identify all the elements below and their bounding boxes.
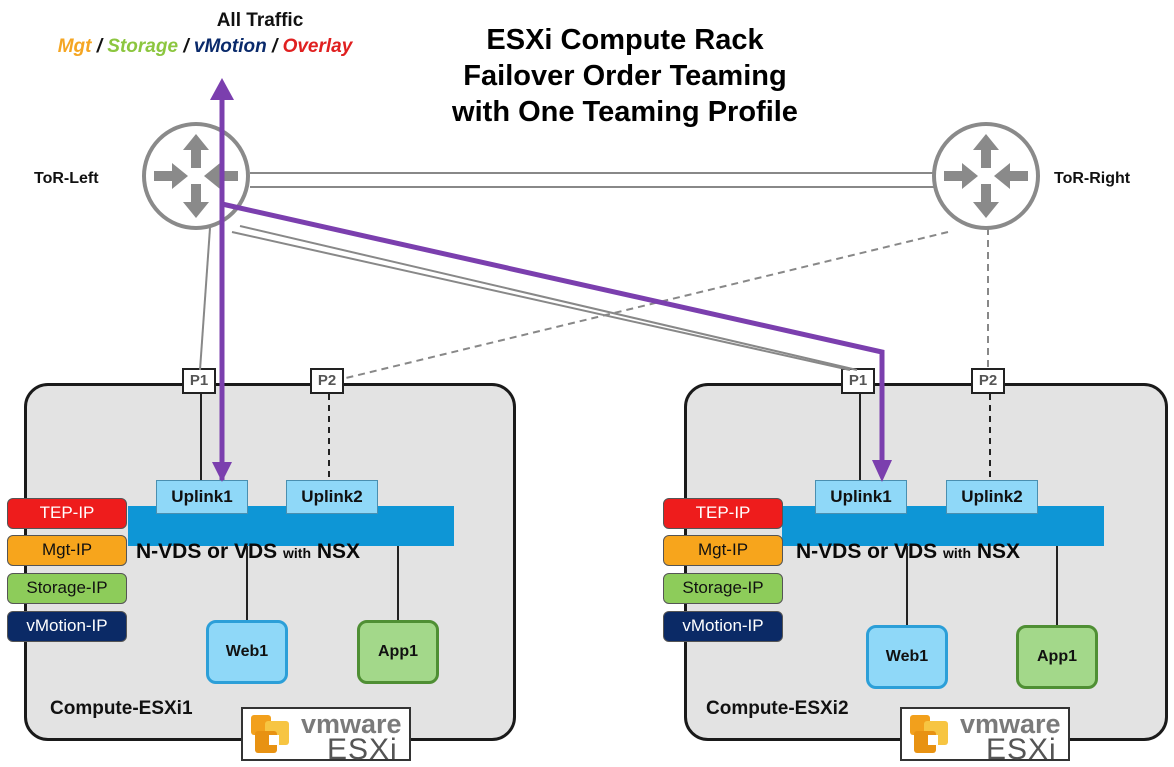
traffic-type-mgt: Mgt <box>57 36 92 57</box>
title-line-1: ESXi Compute Rack <box>486 24 764 56</box>
host-label-esxi2: Compute-ESXi2 <box>706 698 849 719</box>
link-torleft-esxi2-p1-a <box>239 225 858 371</box>
traffic-heading: All Traffic <box>216 10 304 31</box>
tor-left-router-icon <box>142 122 250 230</box>
uplink2-esxi2: Uplink2 <box>946 480 1038 514</box>
title-line-3: with One Teaming Profile <box>452 96 798 128</box>
traffic-arrow-up <box>210 78 234 100</box>
vm-web1-esxi1[interactable]: Web1 <box>206 620 288 684</box>
vm-app1-esxi1[interactable]: App1 <box>357 620 439 684</box>
title-line-2: Failover Order Teaming <box>463 60 787 92</box>
switch-label-esxi1: N-VDS or VDS with NSX <box>136 540 360 564</box>
traffic-separator: / <box>178 36 194 57</box>
vmware-esxi-logo: vmware ESXi <box>241 707 411 766</box>
port-p2-esxi2: P2 <box>971 368 1005 394</box>
switch-label-esxi2: N-VDS or VDS with NSX <box>796 540 1020 564</box>
logo-brand: vmware <box>960 709 1061 739</box>
uplink2-esxi1: Uplink2 <box>286 480 378 514</box>
port-p2-esxi1: P2 <box>310 368 344 394</box>
vm-web1-esxi2[interactable]: Web1 <box>866 625 948 689</box>
traffic-arrow-down-esxi2 <box>872 460 892 482</box>
port-p1-esxi1: P1 <box>182 368 216 394</box>
switch-name: N-VDS or VDS <box>136 540 284 563</box>
traffic-type-storage: Storage <box>107 36 179 57</box>
link-torright-esxi1-p2 <box>345 231 949 379</box>
mgt-ip-esxi1: Mgt-IP <box>7 535 127 566</box>
vmotion-ip-esxi2: vMotion-IP <box>663 611 783 642</box>
vmware-logo-icon <box>910 715 948 753</box>
tor-right-label: ToR-Right <box>1054 170 1131 187</box>
logo-brand: vmware <box>301 709 402 739</box>
vmotion-ip-esxi1: vMotion-IP <box>7 611 127 642</box>
traffic-arrow-down-esxi1 <box>212 462 232 482</box>
tor-left-label: ToR-Left <box>34 170 99 187</box>
vm-app1-esxi2[interactable]: App1 <box>1016 625 1098 689</box>
switch-nsx: NSX <box>971 540 1021 563</box>
mgt-ip-esxi2: Mgt-IP <box>663 535 783 566</box>
traffic-type-overlay: Overlay <box>282 36 353 57</box>
uplink1-esxi1: Uplink1 <box>156 480 248 514</box>
switch-with: with <box>943 545 972 561</box>
vmware-logo-icon <box>251 715 289 753</box>
traffic-path-esxi2 <box>221 201 885 468</box>
storage-ip-esxi1: Storage-IP <box>7 573 127 604</box>
vmware-esxi-logo: vmware ESXi <box>900 707 1070 766</box>
storage-ip-esxi2: Storage-IP <box>663 573 783 604</box>
traffic-types: Mgt / Storage / vMotion / Overlay <box>0 36 410 58</box>
switch-nsx: NSX <box>311 540 361 563</box>
switch-name: N-VDS or VDS <box>796 540 944 563</box>
link-torleft-esxi2-p1-b <box>231 231 851 371</box>
host-label-esxi1: Compute-ESXi1 <box>50 698 193 719</box>
link-torleft-esxi1-p1 <box>199 227 211 371</box>
switch-with: with <box>283 545 312 561</box>
traffic-separator: / <box>91 36 108 57</box>
tep-ip-esxi1: TEP-IP <box>7 498 127 529</box>
port-p1-esxi2: P1 <box>841 368 875 394</box>
tor-right-router-icon <box>932 122 1040 230</box>
traffic-type-vmotion: vMotion <box>193 36 267 57</box>
uplink1-esxi2: Uplink1 <box>815 480 907 514</box>
diagram-title: ESXi Compute Rack Failover Order Teaming… <box>380 22 870 130</box>
tep-ip-esxi2: TEP-IP <box>663 498 783 529</box>
traffic-separator: / <box>266 36 283 57</box>
